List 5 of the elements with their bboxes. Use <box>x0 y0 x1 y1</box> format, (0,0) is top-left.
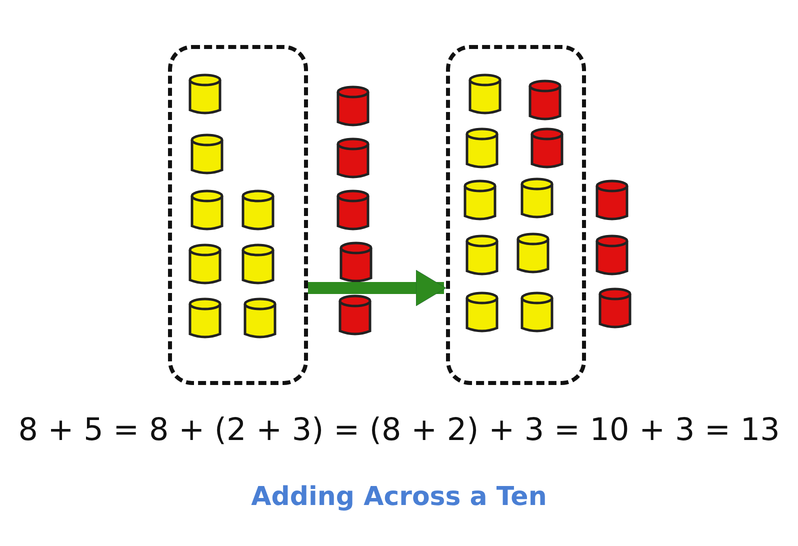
equation-text: 8 + 5 = 8 + (2 + 3) = (8 + 2) + 3 = 10 + 3 = 13 <box>17 412 781 448</box>
arrow <box>308 270 446 306</box>
dashed-group-box <box>446 45 586 385</box>
caption: Adding Across a Ten <box>250 482 548 512</box>
dashed-group-box <box>168 45 308 385</box>
